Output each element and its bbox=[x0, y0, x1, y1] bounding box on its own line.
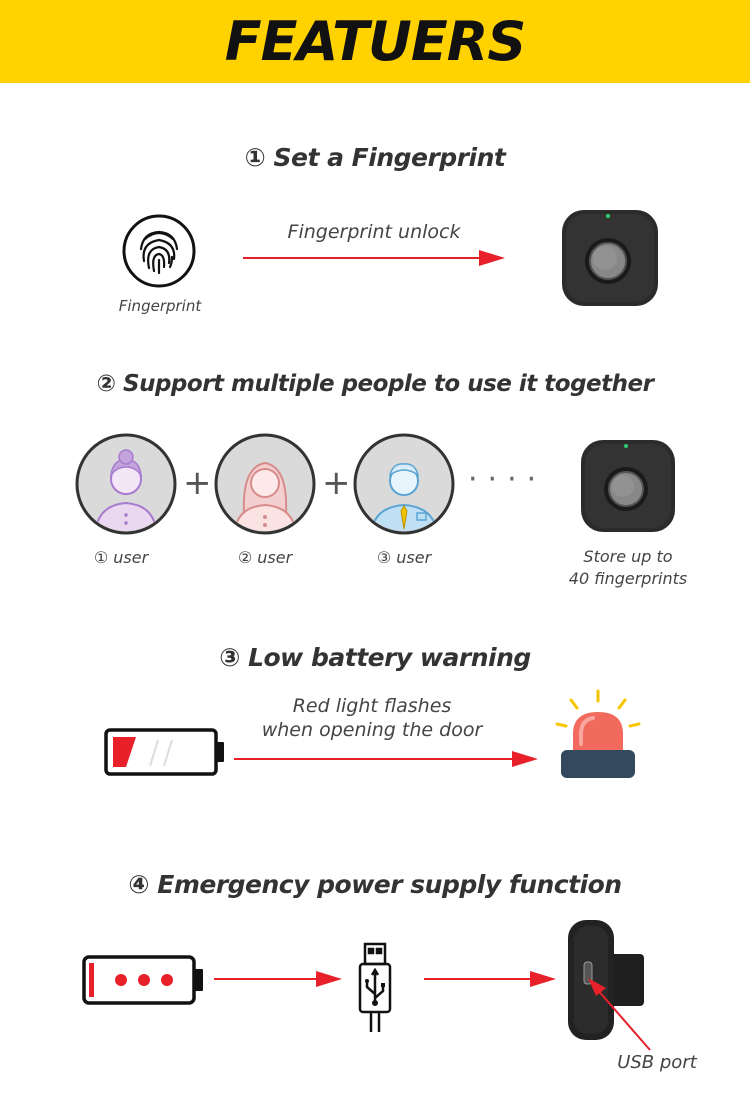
power-bank-icon bbox=[82, 955, 203, 1005]
fingerprint-icon bbox=[122, 214, 196, 288]
user-label-2: ② user bbox=[237, 548, 293, 567]
store-fingerprints-line2: 40 fingerprints bbox=[568, 569, 688, 588]
arrow-to-usb bbox=[214, 971, 342, 987]
usb-port-label: USB port bbox=[617, 1052, 697, 1073]
arrow-to-lock-1 bbox=[243, 250, 505, 266]
red-light-label-line1: Red light flashes bbox=[292, 695, 452, 717]
plus-sign-1: + bbox=[183, 463, 212, 503]
user-label-1: ① user bbox=[93, 548, 149, 567]
alarm-light-icon bbox=[555, 689, 641, 778]
section-title-emergency-power: ④ Emergency power supply function bbox=[128, 870, 622, 899]
section-title-multi-user: ② Support multiple people to use it toge… bbox=[96, 371, 654, 397]
section-title-low-battery: ③ Low battery warning bbox=[219, 643, 531, 672]
user-avatar-2 bbox=[214, 433, 316, 535]
fingerprint-unlock-label: Fingerprint unlock bbox=[287, 221, 461, 243]
header-banner: FEATUERS bbox=[0, 0, 750, 83]
fingerprint-lock-device-2 bbox=[581, 440, 675, 532]
fingerprint-lock-device bbox=[562, 210, 658, 306]
page-title: FEATUERS bbox=[224, 10, 526, 73]
fingerprint-label: Fingerprint bbox=[118, 297, 202, 315]
low-battery-icon bbox=[104, 728, 224, 776]
user-avatar-1 bbox=[75, 433, 177, 535]
red-light-label-line2: when opening the door bbox=[261, 719, 483, 741]
store-fingerprints-line1: Store up to bbox=[583, 547, 673, 566]
usb-cable-icon bbox=[358, 942, 392, 1032]
user-label-3: ③ user bbox=[376, 548, 432, 567]
user-avatar-3 bbox=[353, 433, 455, 535]
more-dots: ···· bbox=[468, 462, 547, 497]
arrow-to-alarm bbox=[234, 751, 538, 767]
arrow-to-lock-usb bbox=[424, 971, 556, 987]
usb-port-pointer bbox=[588, 978, 651, 1051]
section-title-fingerprint: ① Set a Fingerprint bbox=[244, 143, 506, 172]
plus-sign-2: + bbox=[322, 463, 351, 503]
